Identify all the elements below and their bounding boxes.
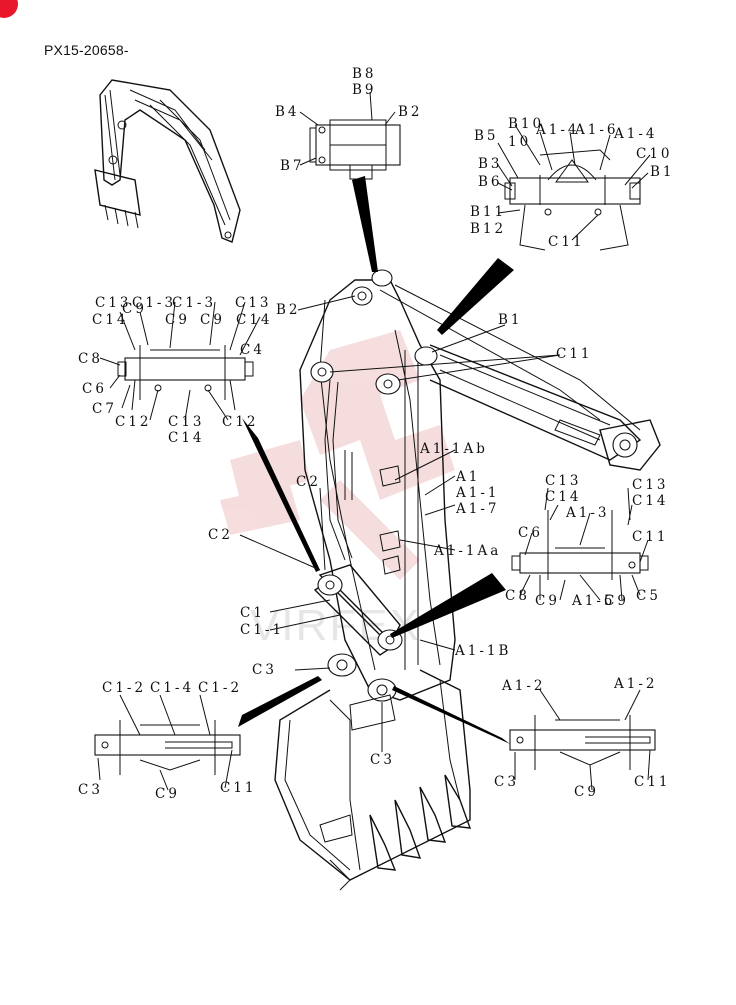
label-c9-b: C9 xyxy=(165,312,190,328)
label-b6: B6 xyxy=(478,174,503,190)
label-c8: C8 xyxy=(78,351,103,367)
label-b1: B1 xyxy=(498,312,523,328)
label-c10: C10 xyxy=(636,146,673,162)
corner-badge-icon xyxy=(0,0,18,18)
label-b10: B10 xyxy=(508,116,544,132)
label-a1-7: A1-7 xyxy=(455,501,500,517)
label-c1-3-b: C1-3 xyxy=(172,295,216,311)
label-c5: C5 xyxy=(636,588,661,604)
label-a1-1aa: A1-1Aa xyxy=(433,543,501,559)
label-c1-2-a: C1-2 xyxy=(102,680,146,696)
label-10: 10 xyxy=(508,134,531,150)
label-c3-d: C3 xyxy=(494,774,519,790)
label-c1-4: C1-4 xyxy=(150,680,194,696)
label-a1-2-b: A1-2 xyxy=(613,676,658,692)
label-c11-e: C11 xyxy=(634,774,671,790)
label-c12-b: C12 xyxy=(222,414,259,430)
label-c1-1: C1-1 xyxy=(240,622,284,638)
overview-excavator-icon xyxy=(94,79,241,243)
label-c7: C7 xyxy=(92,401,117,417)
label-c9-g: C9 xyxy=(574,784,599,800)
callout-wedges xyxy=(238,176,514,744)
detail-c-bottom-right xyxy=(509,715,656,770)
detail-c-left xyxy=(117,345,254,411)
label-a1-2-a: A1-2 xyxy=(501,678,546,694)
label-c13-b: C13 xyxy=(235,295,272,311)
bucket xyxy=(274,669,472,891)
label-c11-top: C11 xyxy=(548,234,585,250)
label-a1-4-b: A1-4 xyxy=(613,126,658,142)
label-c9-c: C9 xyxy=(200,312,225,328)
label-c9-f: C9 xyxy=(155,786,180,802)
label-a1-5: A1-5 xyxy=(571,593,616,609)
label-c9-e: C9 xyxy=(604,593,629,609)
label-c2-a: C2 xyxy=(296,474,321,490)
label-b9: B9 xyxy=(352,82,377,98)
label-c1-3-a: C1-3 xyxy=(132,295,176,311)
label-b2: B2 xyxy=(276,302,301,318)
leader-lines xyxy=(97,91,651,791)
arm-main-body xyxy=(299,269,661,702)
label-b2-top: B2 xyxy=(398,104,423,120)
label-a1: A1 xyxy=(455,469,480,485)
label-c3-c: C3 xyxy=(78,782,103,798)
label-c6: C6 xyxy=(82,381,107,397)
label-b4: B4 xyxy=(275,104,300,120)
label-c1-2-b: C1-2 xyxy=(198,680,242,696)
part-labels: B8 B9 B4 B2 B7 B5 B10 10 A1-4 A1-6 A1-4 … xyxy=(78,66,675,802)
label-b5: B5 xyxy=(474,128,499,144)
label-c13-a: C13 xyxy=(95,295,132,311)
label-c14-e: C14 xyxy=(632,493,669,509)
detail-c-bottom-left xyxy=(94,720,241,775)
label-c2-b: C2 xyxy=(208,527,233,543)
label-a1-4-a: A1-4 xyxy=(535,122,580,138)
label-c11-mid: C11 xyxy=(556,346,593,362)
label-b8: B8 xyxy=(352,66,377,82)
label-c6-b: C6 xyxy=(518,525,543,541)
label-c13-d: C13 xyxy=(545,473,582,489)
label-c8-b: C8 xyxy=(505,588,530,604)
label-a1-3: A1-3 xyxy=(565,505,610,521)
label-c3-a: C3 xyxy=(252,662,277,678)
label-a1-1: A1-1 xyxy=(455,485,500,501)
document-code: PX15-20658- xyxy=(44,42,129,58)
label-c3-b: C3 xyxy=(370,752,395,768)
label-a1-1ab: A1-1Ab xyxy=(419,441,488,457)
detail-top-pin xyxy=(309,119,401,180)
label-c13-c: C13 xyxy=(168,414,205,430)
label-c4: C4 xyxy=(240,342,265,358)
label-c14-b: C14 xyxy=(236,312,273,328)
label-c14-c: C14 xyxy=(168,430,205,446)
label-b1-top: B1 xyxy=(650,164,675,180)
label-c14-d: C14 xyxy=(545,489,582,505)
label-c11-d: C11 xyxy=(220,780,257,796)
label-b7: B7 xyxy=(280,158,305,174)
label-b3: B3 xyxy=(478,156,503,172)
label-c13-e: C13 xyxy=(632,477,669,493)
label-c14-a: C14 xyxy=(92,312,129,328)
detail-b-bracket xyxy=(504,149,641,251)
label-c12-a: C12 xyxy=(115,414,152,430)
label-a1-1b: A1-1B xyxy=(454,643,511,659)
label-c1: C1 xyxy=(240,605,265,621)
detail-c-right xyxy=(511,510,649,601)
label-a1-6: A1-6 xyxy=(574,122,619,138)
label-c11-c: C11 xyxy=(632,529,669,545)
label-b12: B12 xyxy=(470,221,506,237)
label-c9-d: C9 xyxy=(535,593,560,609)
label-b11: B11 xyxy=(470,204,506,220)
label-c9-a: C9 xyxy=(122,301,147,317)
